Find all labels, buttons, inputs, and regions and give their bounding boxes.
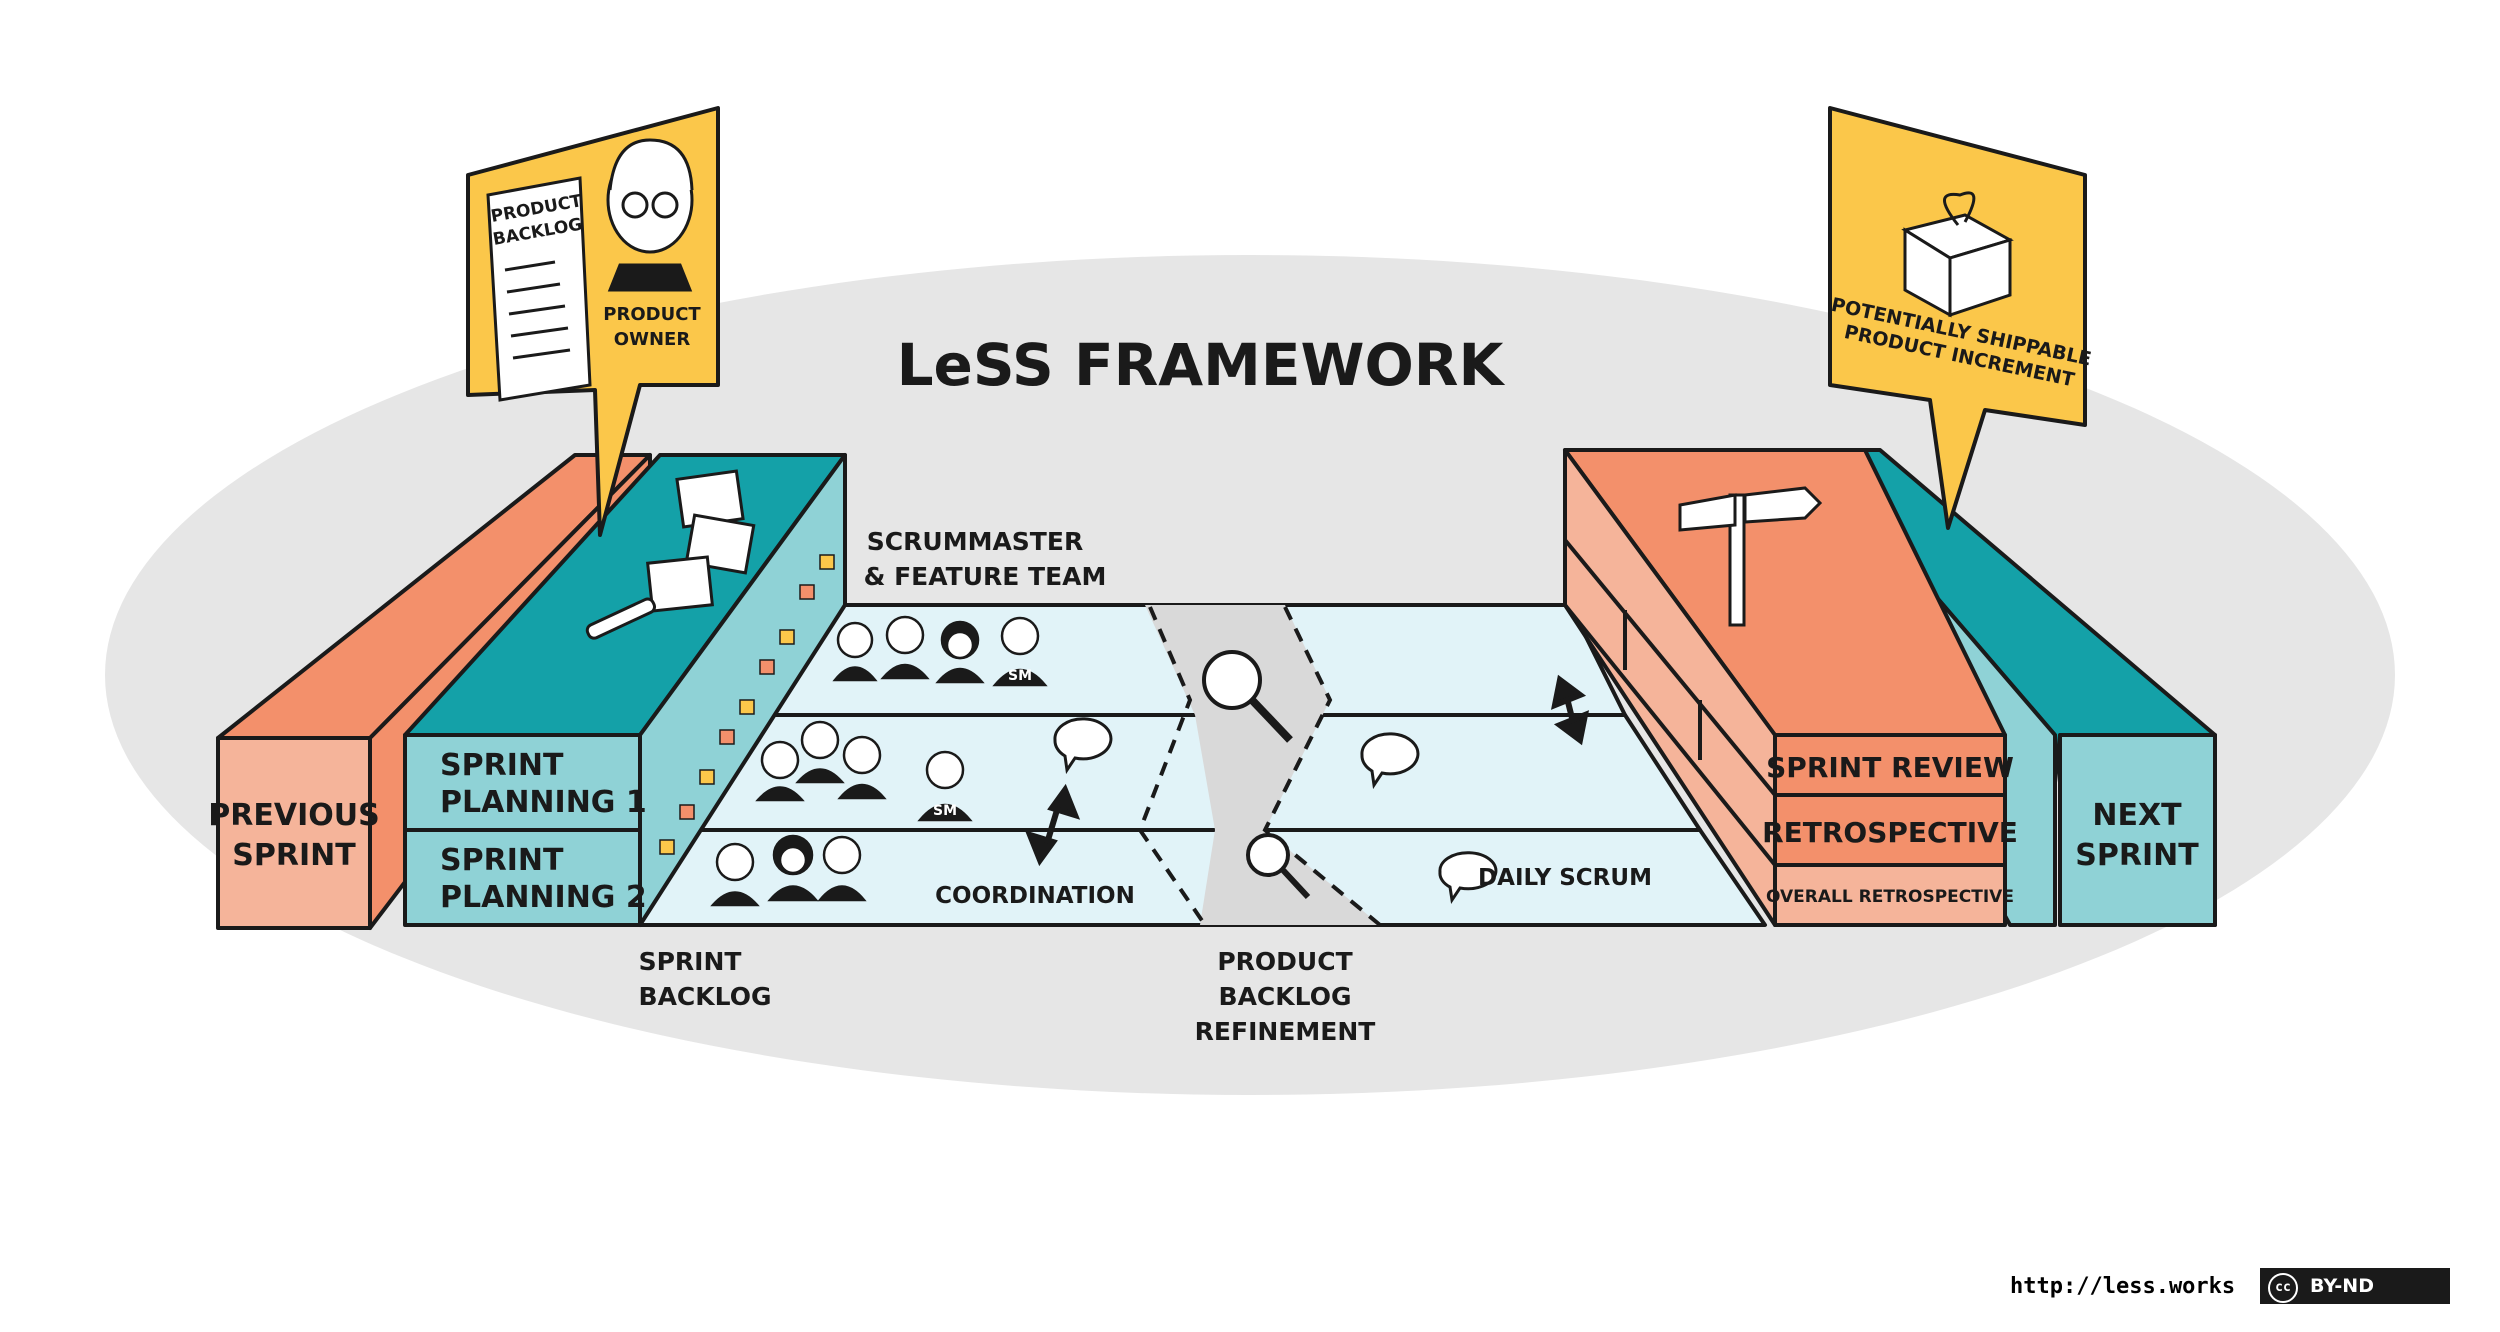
signpost-icon — [1678, 486, 1823, 627]
cc-icon: cc — [2268, 1273, 2298, 1303]
overall-retrospective-face — [1773, 863, 2007, 927]
product-backlog-scroll-icon — [486, 176, 592, 402]
person-icon — [837, 735, 887, 800]
scrummaster-team-label-2: & FEATURE TEAM — [864, 562, 1107, 591]
diagram-title: LeSS FRAMEWORK — [897, 331, 1506, 399]
person-icon — [880, 615, 930, 680]
magnifier-icon — [1202, 650, 1293, 743]
arrow-icons — [1024, 674, 1590, 867]
sprint-planning-2-face — [403, 828, 642, 927]
sprint-backlog-label-2: BACKLOG — [639, 982, 772, 1011]
product-owner-avatar-icon — [606, 138, 694, 292]
retrospective-label: RETROSPECTIVE — [1762, 816, 2018, 849]
team-row-2 — [755, 720, 973, 822]
person-icon — [935, 620, 985, 684]
product-owner-label-1: PRODUCT — [603, 304, 701, 325]
next-sprint-label-2: SPRINT — [2075, 838, 2199, 873]
person-icon — [917, 750, 973, 822]
increment-sign — [1828, 106, 2087, 530]
sprint-planning-1-face — [403, 733, 642, 832]
footer-url[interactable]: http://less.works — [2010, 1274, 2236, 1299]
retrospective-face — [1773, 793, 2007, 867]
person-icon — [992, 616, 1048, 687]
next-sprint-label-1: NEXT — [2092, 798, 2182, 833]
speech-bubble-icon — [1053, 717, 1113, 775]
paper-notes-icon — [585, 469, 756, 640]
sticky-notes — [659, 554, 835, 855]
person-icon — [767, 834, 819, 902]
pbr-label-3: REFINEMENT — [1195, 1017, 1376, 1046]
team-row-3 — [710, 834, 867, 907]
gift-box-icon — [1901, 191, 2014, 318]
speech-bubble-icons — [1053, 717, 1498, 905]
review-retro-block — [1563, 448, 2007, 927]
overall-retrospective-label: OVERALL RETROSPECTIVE — [1766, 887, 2014, 907]
speech-bubble-icon — [1360, 732, 1420, 790]
sprint-planning-2-label-2: PLANNING 2 — [440, 880, 647, 915]
sprint-planning-2-label-1: SPRINT — [440, 843, 564, 878]
daily-scrum-label: DAILY SCRUM — [1478, 865, 1652, 891]
magnifier-icons — [1202, 650, 1311, 900]
person-icon — [817, 835, 867, 902]
pbr-label-1: PRODUCT — [1217, 947, 1352, 976]
person-icon — [832, 621, 878, 682]
previous-sprint-label-2: SPRINT — [232, 838, 356, 873]
sprint-planning-1-label-2: PLANNING 1 — [440, 785, 647, 820]
team-row-1 — [832, 615, 1048, 687]
sprint-planning-1-label-1: SPRINT — [440, 748, 564, 783]
previous-sprint-label-1: PREVIOUS — [208, 798, 379, 833]
license-label: BY-ND — [2310, 1275, 2374, 1297]
scrummaster-team-label-1: SCRUMMASTER — [867, 527, 1083, 556]
magnifier-icon — [1246, 833, 1311, 900]
person-icon — [795, 720, 845, 784]
person-icon — [710, 842, 760, 907]
product-owner-label-2: OWNER — [614, 329, 691, 350]
sprint-review-label: SPRINT REVIEW — [1766, 751, 2014, 784]
coordination-label: COORDINATION — [935, 883, 1135, 909]
license-badge: cc BY-ND — [2260, 1268, 2450, 1304]
refinement-dashes — [1137, 606, 1382, 927]
sm-badge-2: SM — [933, 803, 957, 819]
speech-bubble-icon — [1438, 851, 1498, 905]
person-icon — [755, 740, 805, 802]
footer: http://less.works cc BY-ND — [2010, 1268, 2460, 1308]
sm-badge-1: SM — [1008, 668, 1032, 684]
pbr-label-2: BACKLOG — [1219, 982, 1352, 1011]
sprint-backlog-label-1: SPRINT — [639, 947, 742, 976]
